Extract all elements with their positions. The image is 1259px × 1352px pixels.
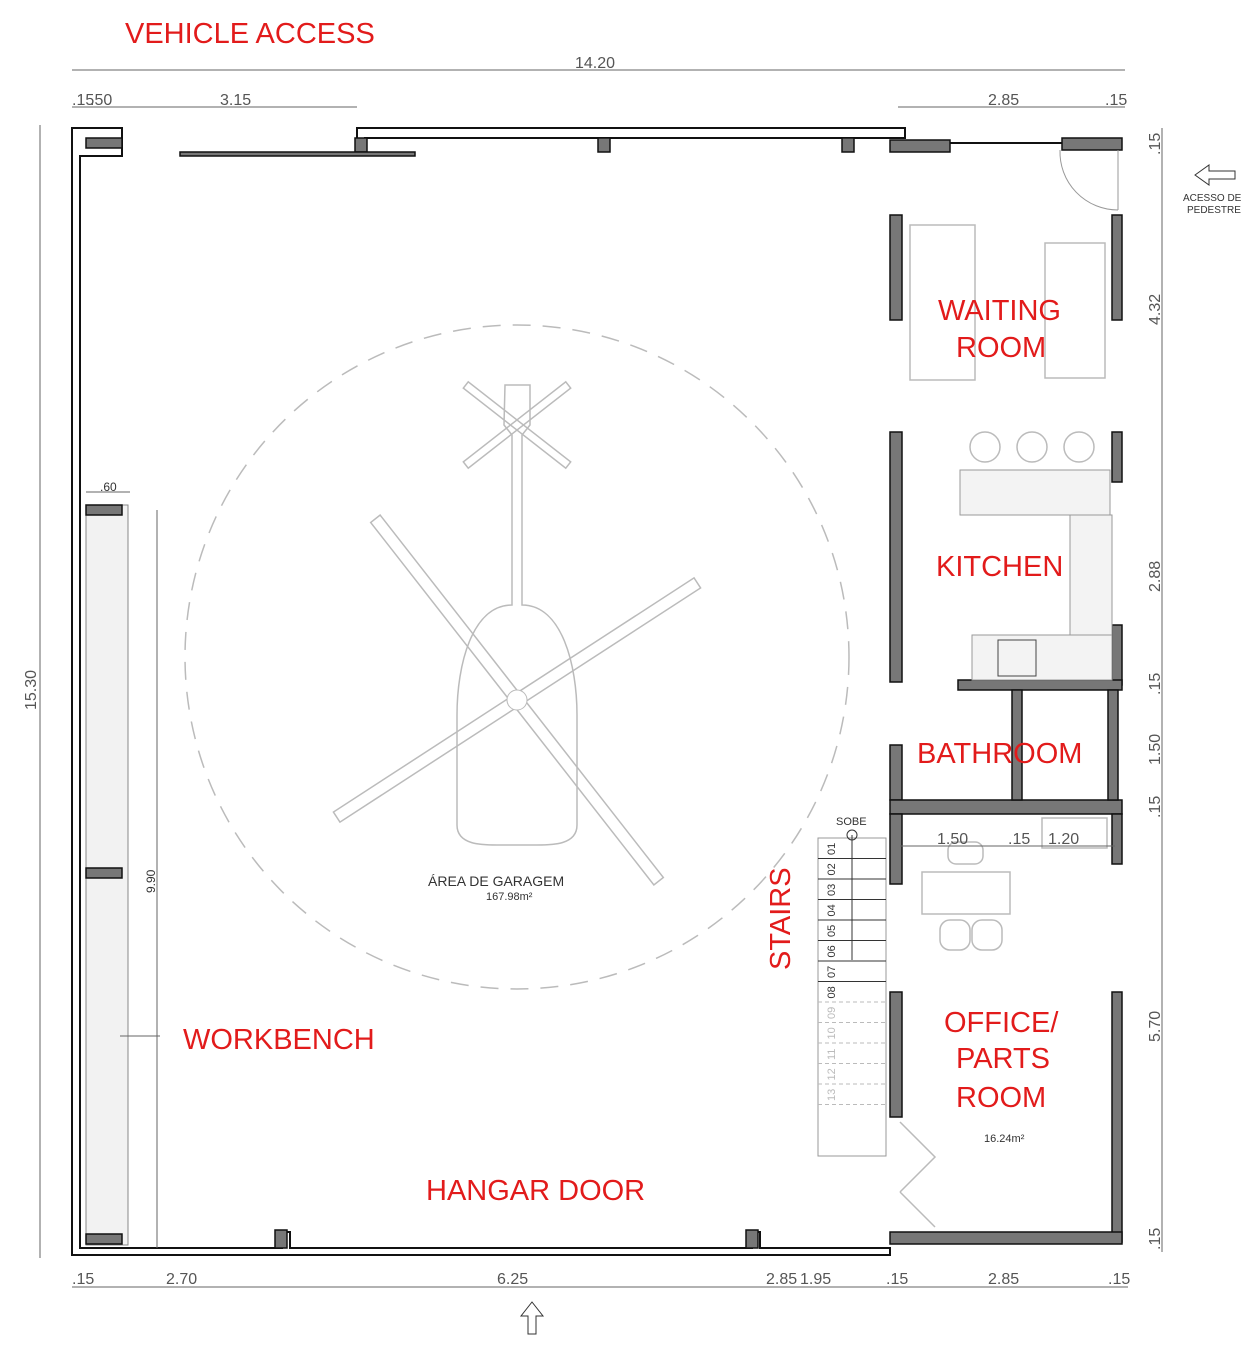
dim-bottom-3: 2.85 — [766, 1271, 797, 1288]
helicopter-pad: ÁREA DE GARAGEM 167.98m² — [184, 324, 850, 990]
label-stairs: STAIRS — [765, 867, 797, 970]
label-office-1: OFFICE/ — [944, 1007, 1059, 1039]
top-dimensions: 14.20 .15 .50 3.15 2.85 .15 — [72, 55, 1127, 109]
stair-step-number: 05 — [826, 925, 838, 937]
dim-bottom-0: .15 — [72, 1271, 94, 1288]
stair-step-number: 06 — [826, 945, 838, 957]
stair-step-number: 01 — [826, 843, 838, 855]
furniture: 16.24m² — [899, 224, 1113, 1228]
dim-office-2: 1.20 — [1048, 831, 1079, 848]
dim-right-0: .15 — [1147, 133, 1164, 155]
dim-bottom-7: .15 — [1108, 1271, 1130, 1288]
dim-right-6: 5.70 — [1147, 1011, 1164, 1042]
dim-bottom-5: .15 — [886, 1271, 908, 1288]
dim-top-right: 2.85 — [988, 92, 1019, 109]
stair-step-number: 11 — [826, 1049, 838, 1060]
dim-bottom-4: 1.95 — [800, 1271, 831, 1288]
stairs: 01 02 03 04 05 06 07 08 09 10 11 12 13 SOBE — [817, 816, 887, 1157]
stair-step-number: 10 — [826, 1027, 838, 1039]
stair-step-number: 09 — [826, 1007, 838, 1019]
dim-office-1: .15 — [1008, 831, 1030, 848]
dim-top-b: .50 — [90, 92, 112, 109]
pedestrian-access-label-1: ACESSO DE — [1183, 193, 1242, 204]
label-vehicle-access: VEHICLE ACCESS — [125, 18, 375, 50]
stair-step-number: 02 — [826, 863, 838, 875]
label-office-2: PARTS — [956, 1043, 1050, 1075]
dim-top-c: 3.15 — [220, 92, 251, 109]
stairs-up-label: SOBE — [836, 816, 867, 828]
label-bathroom: BATHROOM — [917, 738, 1082, 770]
pedestrian-access-arrow-icon — [1194, 164, 1236, 186]
label-waiting-room-1: WAITING — [938, 295, 1061, 327]
right-dimensions: .15 4.32 2.88 .15 1.50 .15 5.70 .15 ACES… — [1147, 128, 1242, 1252]
dim-top-a: .15 — [72, 92, 94, 109]
stair-step-number: 12 — [826, 1068, 838, 1080]
label-office-3: ROOM — [956, 1082, 1046, 1114]
label-kitchen: KITCHEN — [936, 551, 1063, 583]
dim-total-width: 14.20 — [575, 55, 615, 72]
garage-area-label: ÁREA DE GARAGEM — [428, 873, 564, 889]
dim-workbench-length: 9.90 — [144, 869, 158, 893]
label-workbench: WORKBENCH — [183, 1024, 375, 1056]
garage-area-size: 167.98m² — [486, 891, 533, 903]
bottom-dimensions: .15 2.70 6.25 2.85 1.95 .15 2.85 .15 — [72, 1271, 1130, 1335]
stair-step-number: 03 — [826, 884, 838, 896]
dim-bottom-2: 6.25 — [497, 1271, 528, 1288]
dim-right-2: 2.88 — [1147, 561, 1164, 592]
dim-right-7: .15 — [1147, 1228, 1164, 1250]
dim-right-1: 4.32 — [1147, 294, 1164, 325]
dim-bottom-6: 2.85 — [988, 1271, 1019, 1288]
room-labels: WAITING ROOM KITCHEN BATHROOM STAIRS OFF… — [183, 295, 1082, 1207]
stair-step-number: 04 — [826, 904, 838, 916]
dim-top-right-end: .15 — [1105, 92, 1127, 109]
label-hangar-door: HANGAR DOOR — [426, 1175, 645, 1207]
dim-left-height: 15.30 — [23, 670, 40, 710]
stair-step-number: 13 — [826, 1089, 838, 1101]
dim-bottom-1: 2.70 — [166, 1271, 197, 1288]
pedestrian-access-label-2: PEDESTRE — [1187, 205, 1241, 216]
dim-right-4: 1.50 — [1147, 734, 1164, 765]
office-area-size: 16.24m² — [984, 1133, 1025, 1145]
walls — [71, 127, 1123, 1256]
dim-workbench-depth: .60 — [100, 480, 117, 494]
main-access-arrow-icon — [519, 1301, 545, 1335]
stair-step-number: 08 — [826, 986, 838, 998]
dim-right-5: .15 — [1147, 796, 1164, 818]
workbench: .60 9.90 — [85, 480, 160, 1248]
label-waiting-room-2: ROOM — [956, 332, 1046, 364]
dim-right-3: .15 — [1147, 673, 1164, 695]
dim-office-0: 1.50 — [937, 831, 968, 848]
stair-step-number: 07 — [826, 966, 838, 978]
